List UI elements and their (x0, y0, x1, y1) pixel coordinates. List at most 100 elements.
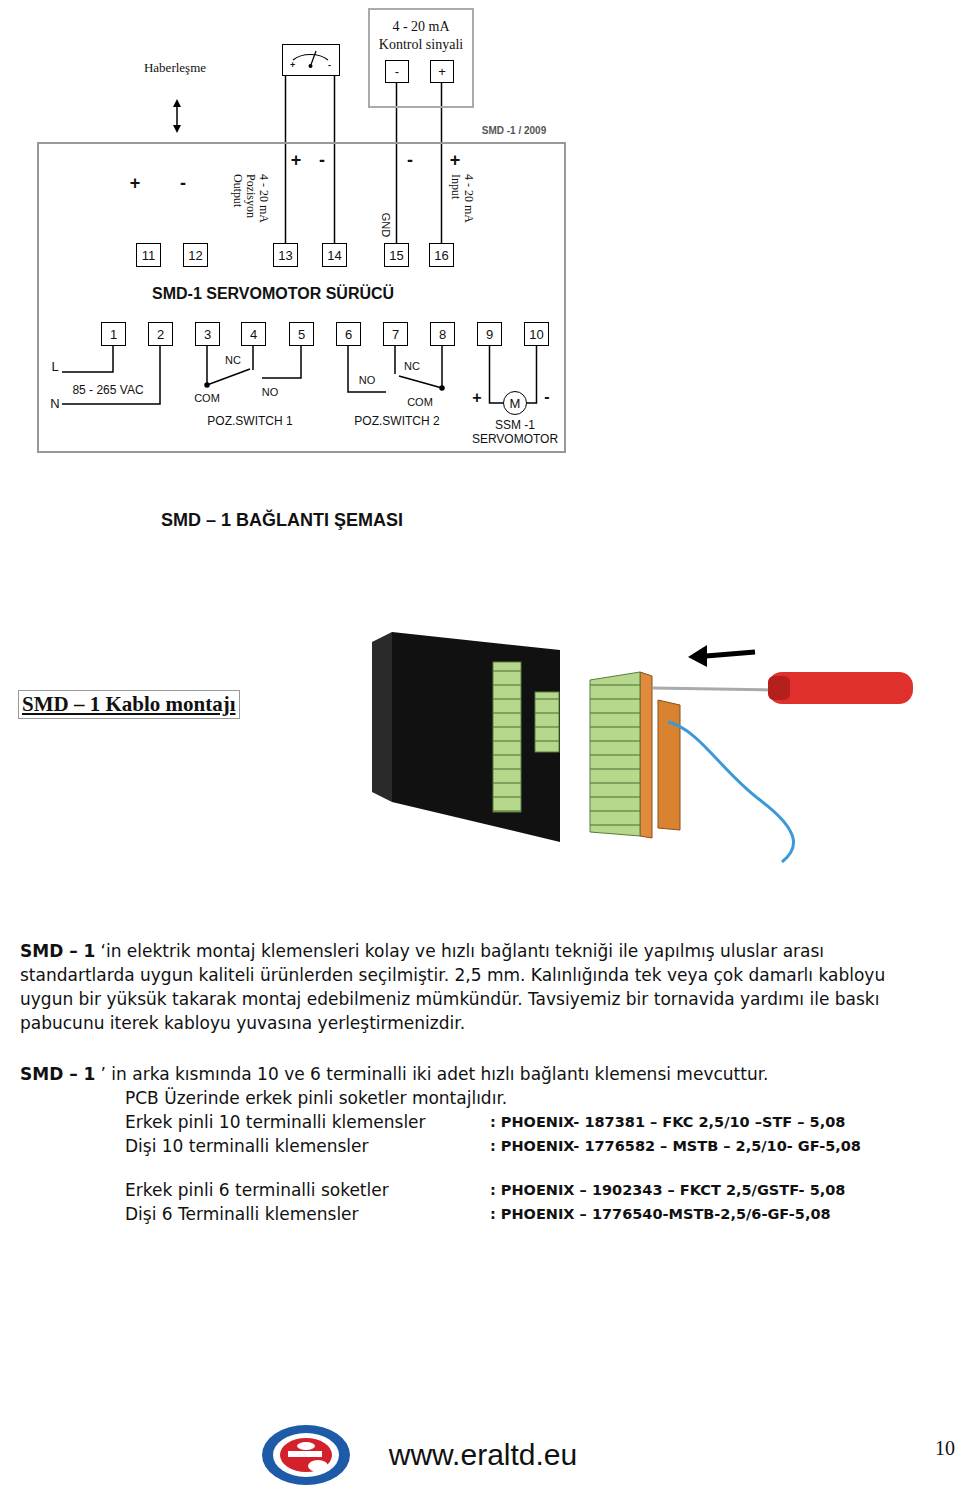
signal-name: N (50, 396, 59, 411)
website-url: www.eraltd.eu (389, 1438, 577, 1472)
control-signal-box: 4 - 20 mA Kontrol sinyali-+ (368, 8, 474, 108)
terminal-box: 8 (430, 322, 455, 346)
section-heading: SMD – 1 Kablo montajı (18, 690, 240, 719)
terminal-box: 16 (429, 243, 454, 267)
table-cell: : PHOENIX- 187381 – FKC 2,5/10 –STF – 5,… (490, 1112, 940, 1132)
part-name: SSM -1 SERVOMOTOR (469, 418, 561, 446)
pin-number: 8 (439, 328, 446, 341)
connector-illustration (668, 722, 794, 862)
meter-needle (311, 51, 317, 66)
part-name: POZ.SWITCH 1 (207, 414, 292, 428)
communication-arrow (173, 99, 181, 107)
contact-name: COM (407, 396, 433, 408)
terminal-box: 9 (477, 322, 502, 346)
signal-name: L (51, 359, 58, 374)
switch-symbol (206, 346, 208, 385)
table-cell: Dişi 6 Terminalli klemensler (125, 1202, 359, 1226)
switch-symbol (399, 376, 442, 388)
terminal-box: 4 (241, 322, 266, 346)
wire (285, 76, 287, 243)
table-cell: : PHOENIX – 1902343 – FKCT 2,5/GSTF- 5,0… (490, 1180, 940, 1200)
product-name: SMD – 1 (20, 941, 95, 961)
wire (527, 346, 537, 403)
connector-illustration (590, 672, 640, 836)
polarity-sign: + (450, 150, 461, 171)
node-text: SMD-1 SERVOMOTOR SÜRÜCÜ (152, 285, 394, 303)
communication-arrow (173, 99, 181, 133)
company-logo (308, 1460, 328, 1472)
connector-illustration (658, 700, 680, 830)
polarity-sign: - (319, 150, 325, 171)
terminal-box: 2 (148, 322, 173, 346)
terminal-box: 5 (289, 322, 314, 346)
connector-illustration (535, 692, 559, 752)
mains-wire (62, 346, 160, 404)
pin-number: - (395, 65, 399, 78)
switch-symbol (207, 369, 250, 385)
contact-name: NC (404, 360, 420, 372)
pin-number: 6 (345, 328, 352, 341)
pin-number: 1 (110, 328, 117, 341)
pin-number: 2 (157, 328, 164, 341)
figure-caption: SMD – 1 BAĞLANTI ŞEMASI (161, 510, 403, 531)
meter-symbol: +- (282, 44, 340, 76)
connector-illustration (493, 662, 521, 812)
company-logo (280, 1438, 332, 1472)
pin-number: + (438, 65, 446, 78)
pin-number: 16 (434, 249, 448, 262)
mains-wire (62, 346, 113, 372)
terminal-box: 3 (195, 322, 220, 346)
motor-symbol: M (503, 391, 527, 415)
signal-name: 4 - 20 mA Input (449, 174, 475, 236)
connector-illustration (372, 632, 913, 862)
wire (490, 346, 504, 403)
connector-illustration (706, 652, 755, 656)
paragraph-text: ‘in elektrik montaj klemensleri kolay ve… (20, 941, 885, 1033)
polarity-sign: + (291, 150, 302, 171)
contact-name: NO (262, 386, 279, 398)
connector-illustration (688, 645, 707, 667)
model-note: SMD -1 / 2009 (482, 125, 546, 136)
polarity-sign: + (472, 389, 481, 407)
driver-housing: SMD-1 SERVOMOTOR SÜRÜCÜ11121314151612345… (37, 142, 566, 453)
company-logo (262, 1425, 350, 1485)
meter-pivot (309, 64, 313, 68)
switch-symbol (440, 386, 444, 390)
table-cell: Dişi 10 terminalli klemensler (125, 1134, 369, 1158)
switch-symbol (441, 346, 443, 388)
signal-name: GND (380, 213, 392, 237)
communication-arrow (173, 125, 181, 133)
terminal-box: 1 (101, 322, 126, 346)
switch-symbol (252, 346, 254, 370)
polarity-sign: - (180, 173, 186, 194)
voltage-label: 85 - 265 VAC (72, 383, 143, 397)
paragraph: SMD – 1‘in elektrik montaj klemensleri k… (20, 939, 940, 1035)
pin-number: 10 (529, 328, 543, 341)
mains-wire (62, 346, 160, 404)
node-text: - (328, 60, 331, 70)
contact-name: NO (359, 374, 376, 386)
terminal-box: 14 (322, 243, 347, 267)
switch-symbol (348, 346, 386, 392)
part-name: POZ.SWITCH 2 (354, 414, 439, 428)
polarity-sign: - (544, 388, 549, 406)
switch-symbol (394, 346, 396, 374)
signal-terminal: - (385, 60, 409, 83)
pin-number: 7 (392, 328, 399, 341)
company-logo (297, 1442, 315, 1450)
page-number: 10 (935, 1437, 955, 1460)
company-logo (273, 1433, 339, 1477)
terminal-box: 7 (383, 322, 408, 346)
node-text: + (290, 60, 295, 70)
connector-illustration (372, 632, 392, 802)
pin-number: 9 (486, 328, 493, 341)
table-cell: : PHOENIX – 1776540-MSTB-2,5/6-GF-5,08 (490, 1204, 940, 1224)
table-cell: : PHOENIX- 1776582 – MSTB – 2,5/10- GF-5… (490, 1136, 940, 1156)
paragraph-text: ’ in arka kısmında 10 ve 6 terminalli ik… (101, 1064, 769, 1084)
terminal-box: 6 (336, 322, 361, 346)
terminal-box: 13 (273, 243, 298, 267)
